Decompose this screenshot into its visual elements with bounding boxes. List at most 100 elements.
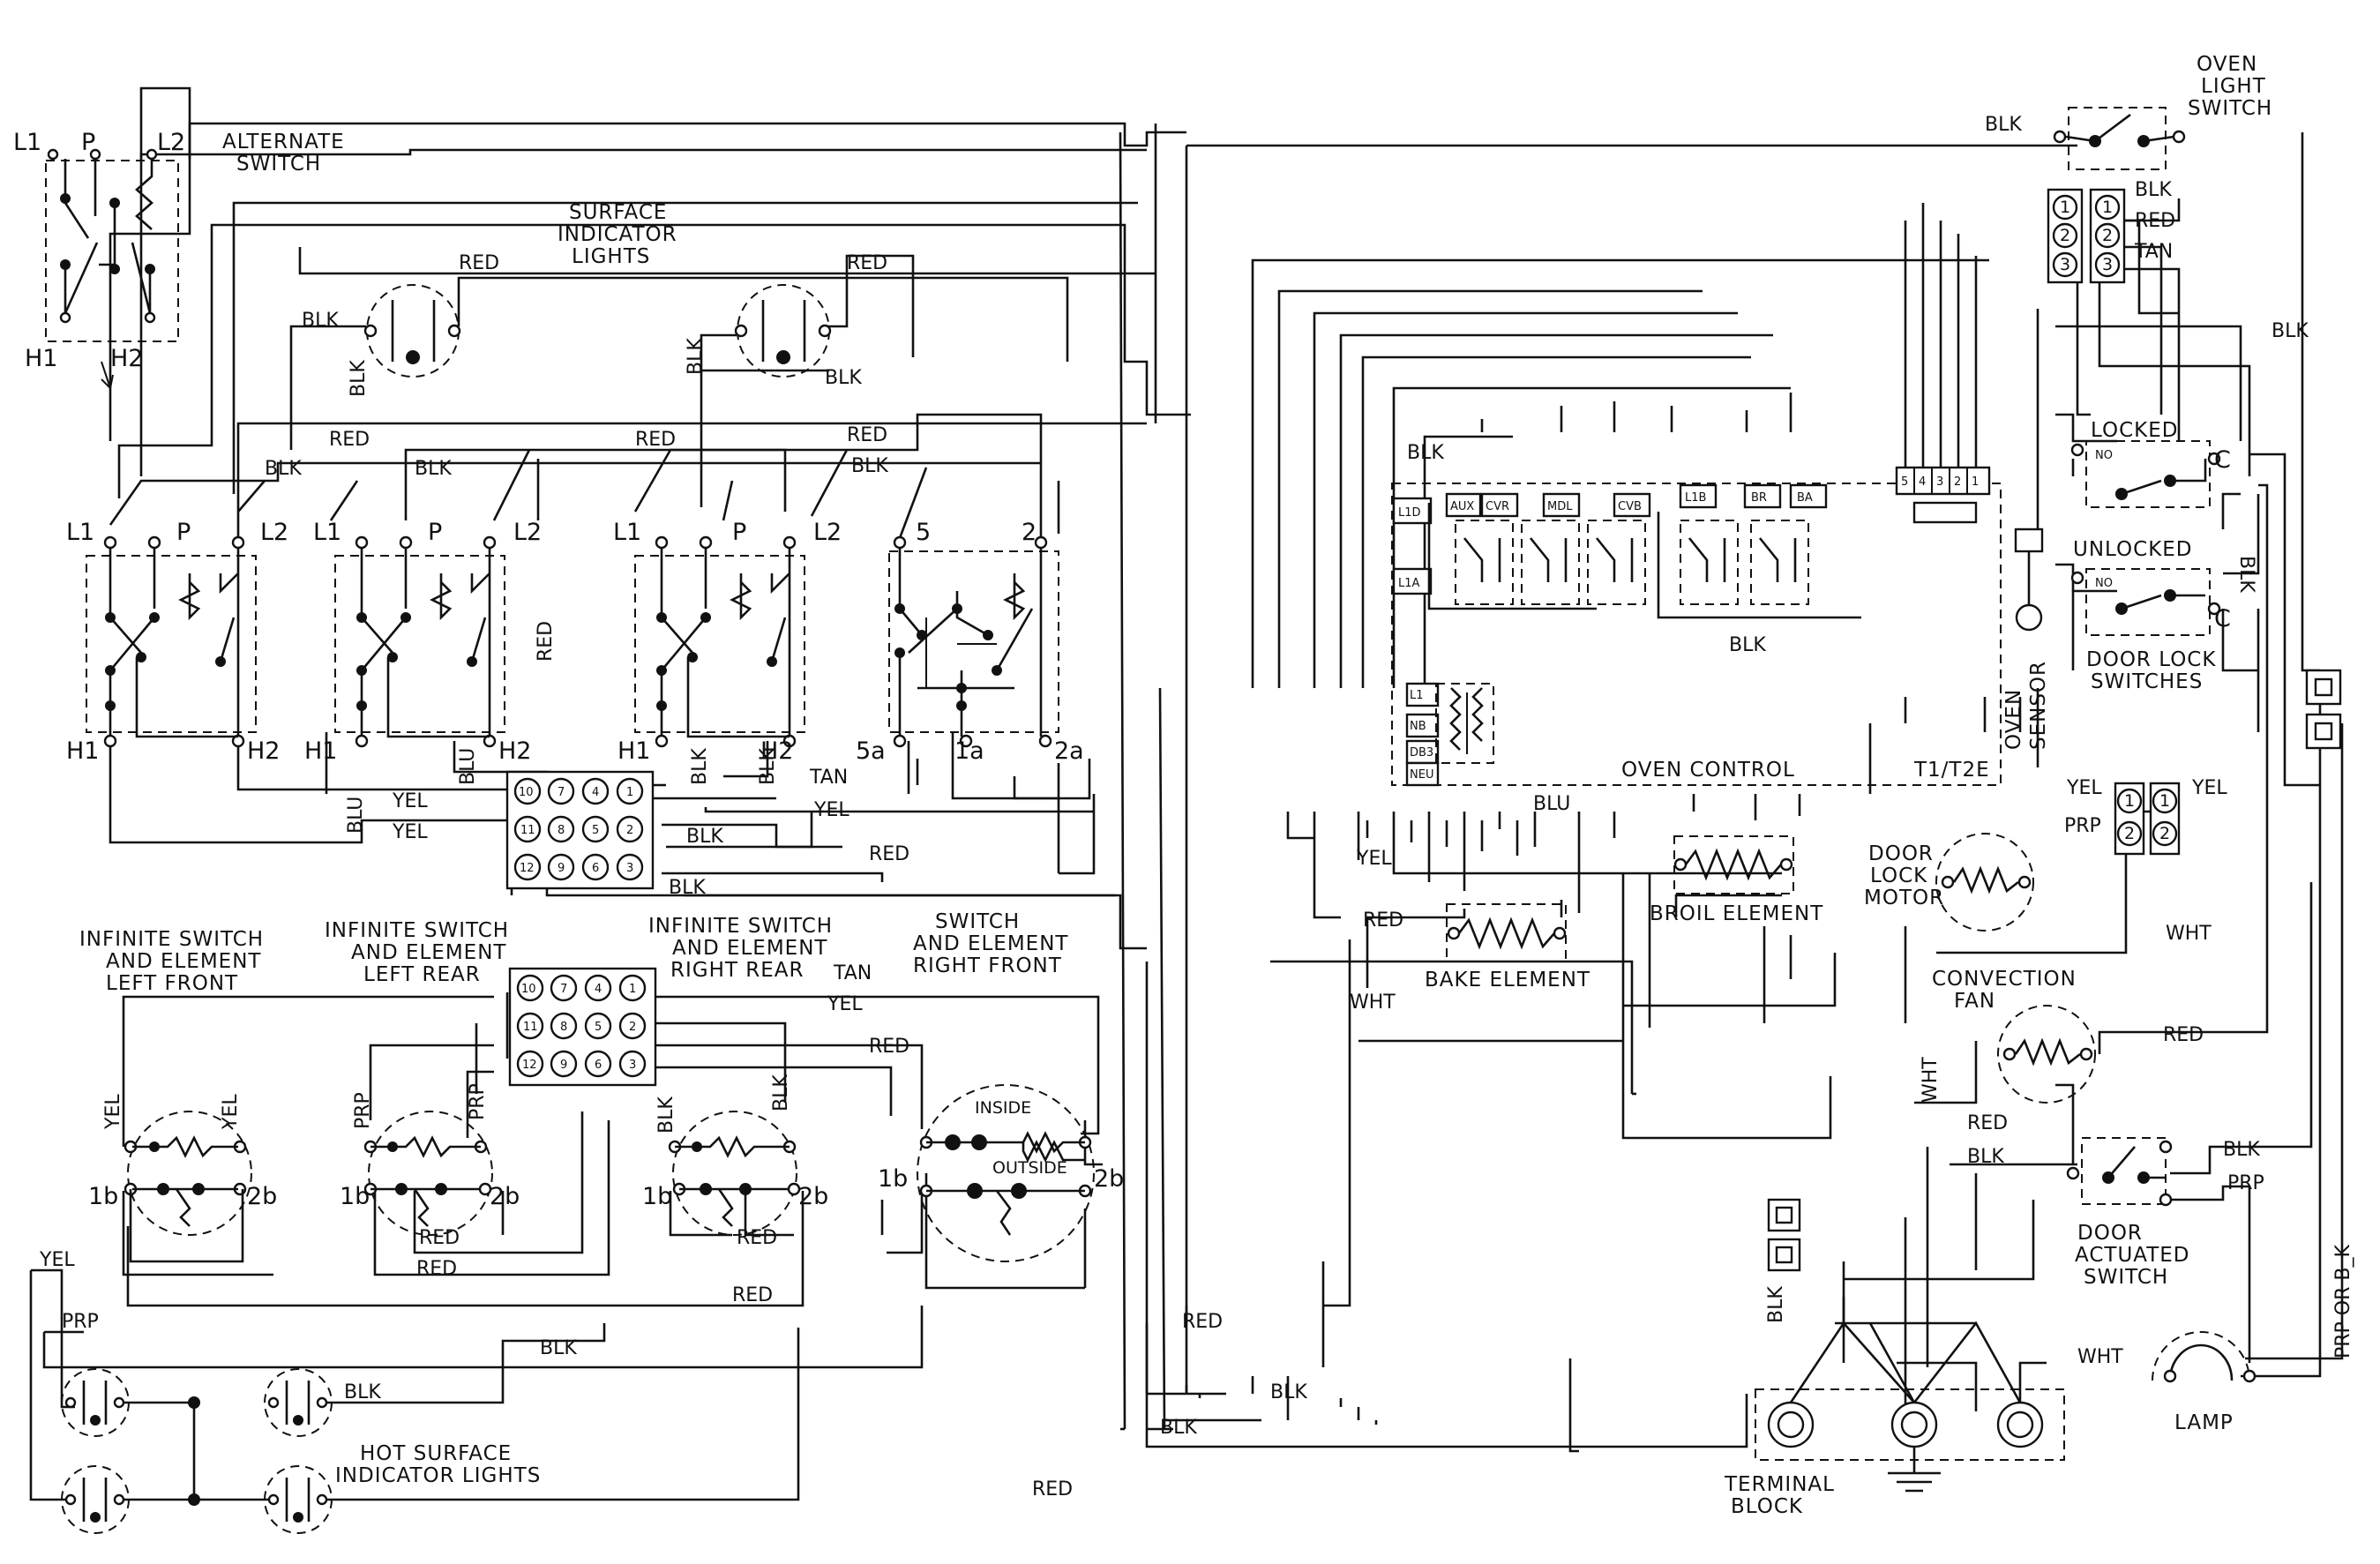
door-actuated-switch	[2066, 1137, 2173, 1207]
inside-label: INSIDE	[975, 1098, 1031, 1118]
wire-red-4: RED	[635, 429, 676, 451]
unlocked-no-label: NO	[2095, 577, 2113, 590]
wire-blk-6: BLK	[415, 458, 452, 480]
terminal-block	[1755, 1198, 2065, 1493]
wire-blk-8: BLK	[689, 748, 711, 785]
wire-prp-2: PRP	[467, 1083, 489, 1120]
inf-switch-lr-label-3: LEFT REAR	[363, 963, 481, 986]
upper-pin-11: 11	[520, 824, 535, 837]
wire-red-7: RED	[869, 843, 909, 865]
rf-2b-label: 2b	[1094, 1165, 1124, 1193]
sw4-t5-label: 5	[916, 519, 931, 546]
wire-blk-15: BLK	[344, 1381, 381, 1403]
relay-l1-label: L1	[1410, 689, 1424, 702]
locked-label: LOCKED	[2091, 419, 2178, 442]
wire-tan-r1: TAN	[2134, 241, 2173, 263]
door-actuated-label-3: SWITCH	[2084, 1266, 2168, 1289]
door-lock-switches-label-1: DOOR LOCK	[2086, 648, 2216, 671]
upper-pin-6: 6	[592, 862, 599, 875]
inf-switch-rr-label-2: AND ELEMENT	[672, 937, 827, 960]
alt-switch-p-label: P	[81, 129, 95, 156]
lower-pin-10: 10	[521, 983, 536, 996]
lower-pin-3: 3	[629, 1059, 636, 1072]
upper-pin-1: 1	[626, 786, 633, 799]
outside-label: OUTSIDE	[992, 1158, 1067, 1178]
sw2-h2-label: H2	[498, 737, 531, 765]
side-pin-3-b: 3	[2102, 255, 2113, 274]
door-actuated-label-2: ACTUATED	[2075, 1244, 2190, 1267]
sw1-l2-label: L2	[260, 519, 288, 546]
wire-tan-2: TAN	[833, 962, 872, 984]
door-lock-switches	[2070, 440, 2221, 636]
wire-prp-or-blk: PRP OR B_K	[2332, 1244, 2354, 1358]
convection-fan	[1997, 1005, 2096, 1104]
locked-no-label: NO	[2095, 449, 2113, 462]
sw1-l1-label: L1	[66, 519, 94, 546]
hot-surface-lights	[61, 1368, 333, 1534]
upper-pin-2: 2	[626, 824, 633, 837]
wire-yel-r3: YEL	[2191, 777, 2227, 799]
motor-connectors	[2114, 782, 2181, 856]
wire-wht-r1: WHT	[1350, 992, 1396, 1014]
lower-pin-1: 1	[629, 983, 636, 996]
sensor-pin-4: 4	[1919, 475, 1926, 489]
inf-switch-lr-label-2: AND ELEMENT	[351, 941, 506, 964]
wire-blk-14: BLK	[540, 1337, 577, 1359]
sw2-h1-label: H1	[304, 737, 337, 765]
relay-ba-label: BA	[1797, 491, 1813, 505]
door-lock-motor-label-3: MOTOR	[1864, 887, 1944, 909]
wire-blk-r3: BLK	[2271, 320, 2309, 342]
wire-yel-r1: YEL	[1356, 848, 1392, 870]
convection-fan-label-2: FAN	[1954, 990, 1995, 1013]
locked-c-label: C	[2214, 446, 2231, 474]
wire-blk-r5: BLK	[1407, 442, 1444, 464]
wire-red-9: RED	[419, 1227, 460, 1249]
relay-l1a-label: L1A	[1398, 577, 1420, 590]
motor-pin-2-b: 2	[2159, 824, 2170, 843]
lf-1b-label: 1b	[88, 1183, 118, 1210]
inf-switch-rr-label-3: RIGHT REAR	[670, 959, 804, 982]
upper-pin-8: 8	[558, 824, 565, 837]
sw4-t2a-label: 2a	[1054, 737, 1084, 765]
lower-pin-4: 4	[595, 983, 602, 996]
wire-blk-1: BLK	[302, 310, 339, 332]
upper-pin-5: 5	[592, 824, 599, 837]
sw3-l2-label: L2	[813, 519, 842, 546]
wire-prp-3: PRP	[62, 1311, 99, 1333]
wire-blk-r6: BLK	[1729, 634, 1766, 656]
lower-pin-5: 5	[595, 1021, 602, 1034]
sw2-p-label: P	[428, 519, 442, 546]
wire-traces	[29, 86, 2344, 1501]
rr-2b-label: 2b	[798, 1183, 828, 1210]
wire-blk-3: BLK	[348, 360, 370, 397]
lower-pin-7: 7	[560, 983, 567, 996]
wire-yel-4: YEL	[827, 993, 863, 1015]
inf-switch-lr-label-1: INFINITE SWITCH	[325, 919, 509, 942]
side-connector	[2047, 188, 2126, 284]
sensor-pin-1: 1	[1972, 475, 1979, 489]
lr-1b-label: 1b	[340, 1183, 370, 1210]
lower-pin-9: 9	[560, 1059, 567, 1072]
sensor-pin-3: 3	[1936, 475, 1943, 489]
unlocked-c-label: C	[2214, 605, 2231, 632]
upper-pin-12: 12	[520, 862, 535, 875]
convection-fan-label-1: CONVECTION	[1932, 968, 2077, 991]
upper-pin-7: 7	[558, 786, 565, 799]
wire-red-2: RED	[847, 252, 887, 274]
wire-yel-r2: YEL	[2066, 777, 2102, 799]
lower-pin-8: 8	[560, 1021, 567, 1034]
relay-neu-label: NEU	[1410, 768, 1433, 782]
wire-blk-7: BLK	[851, 455, 888, 477]
oven-sensor-label-2: SENSOR	[2027, 661, 2050, 750]
wire-red-1: RED	[459, 252, 499, 274]
lower-pin-12: 12	[522, 1059, 537, 1072]
upper-pin-9: 9	[558, 862, 565, 875]
sw3-l1-label: L1	[613, 519, 641, 546]
side-pin-1-b: 1	[2102, 198, 2113, 217]
wire-red-8: RED	[869, 1036, 909, 1058]
oven-control-board	[1391, 466, 2002, 787]
t1-t2e-label: T1/T2E	[1913, 759, 1990, 782]
wire-blk-r1: BLK	[1985, 114, 2022, 136]
wire-tan-1: TAN	[809, 767, 848, 789]
door-lock-motor-label-1: DOOR	[1868, 842, 1934, 865]
